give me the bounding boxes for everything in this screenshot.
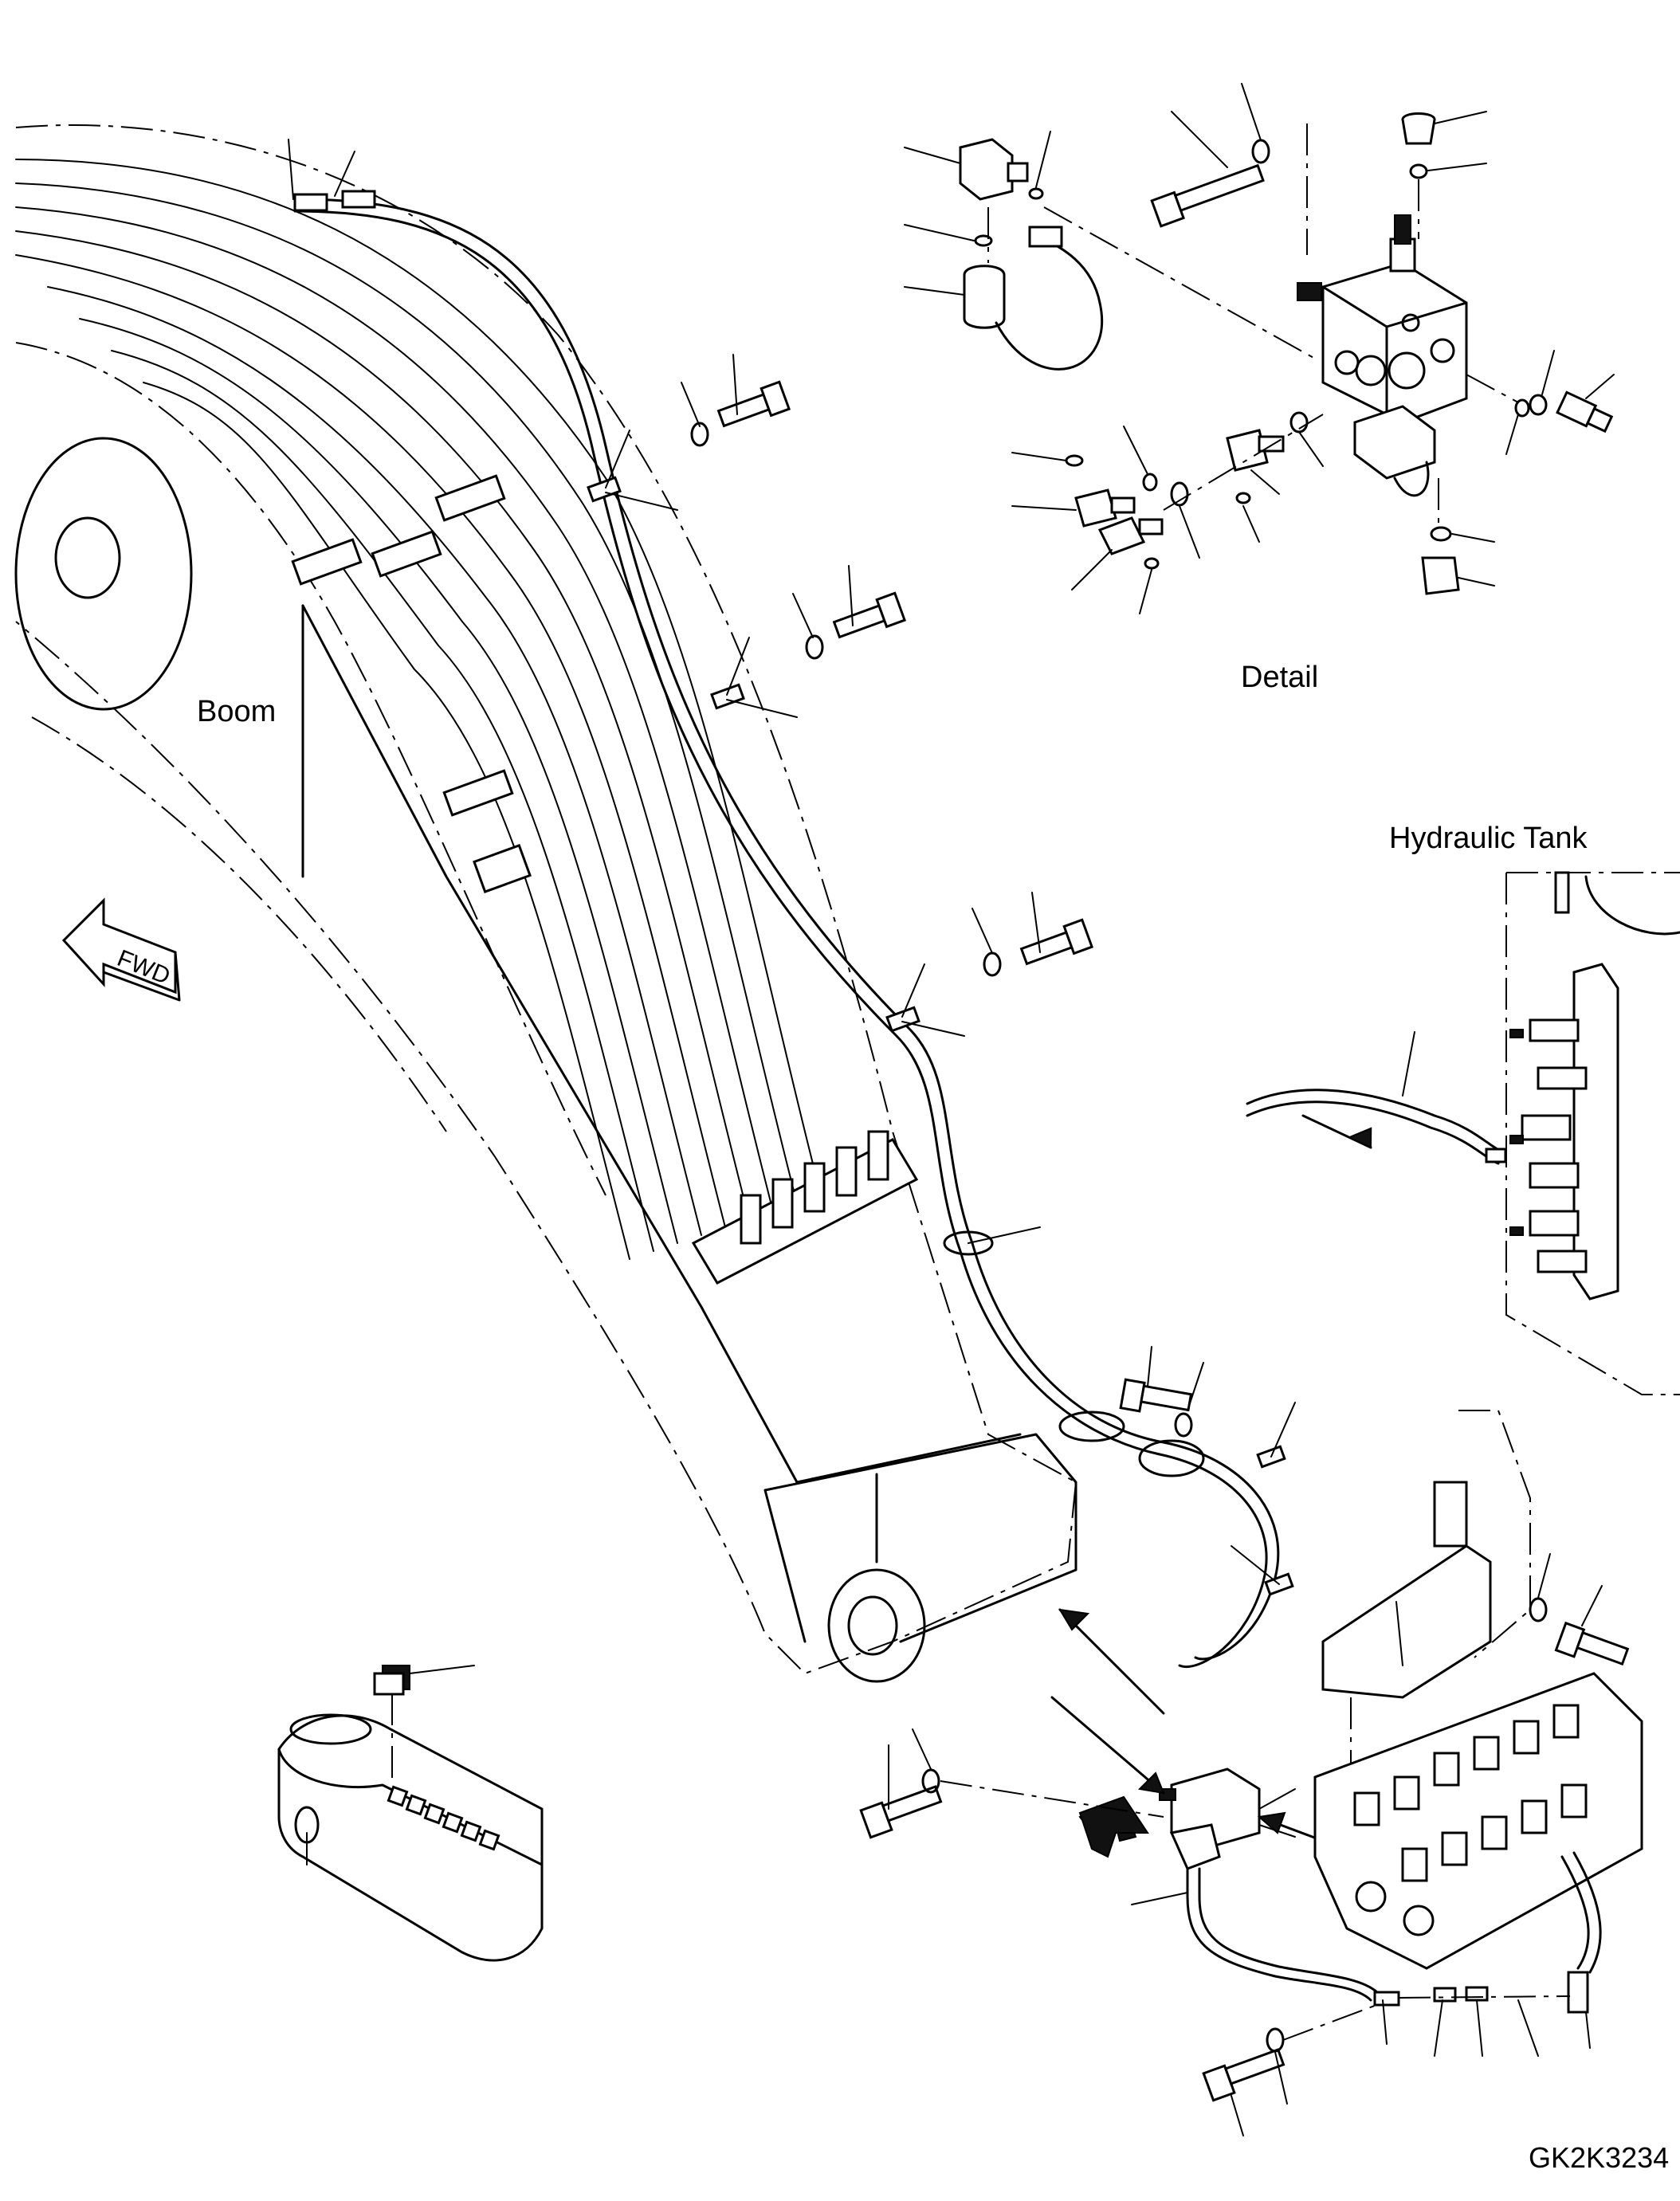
detail-valve-assembly — [904, 83, 1615, 614]
control-valve-area — [859, 1410, 1643, 2136]
hydraulic-tank-label: Hydraulic Tank — [1389, 822, 1588, 855]
detail-label: Detail — [1241, 661, 1318, 694]
boom — [14, 124, 1077, 1683]
drawing-code: GK2K3234 — [1529, 2141, 1669, 2174]
attachment-hose — [288, 139, 1296, 1668]
cab-console — [277, 1665, 544, 1962]
boom-bolts — [681, 354, 1204, 1438]
hydraulic-tank — [1246, 871, 1680, 1395]
fwd-arrow: FWD — [61, 897, 181, 1002]
boom-hose-bundle — [15, 159, 919, 1285]
boom-label: Boom — [197, 695, 276, 728]
